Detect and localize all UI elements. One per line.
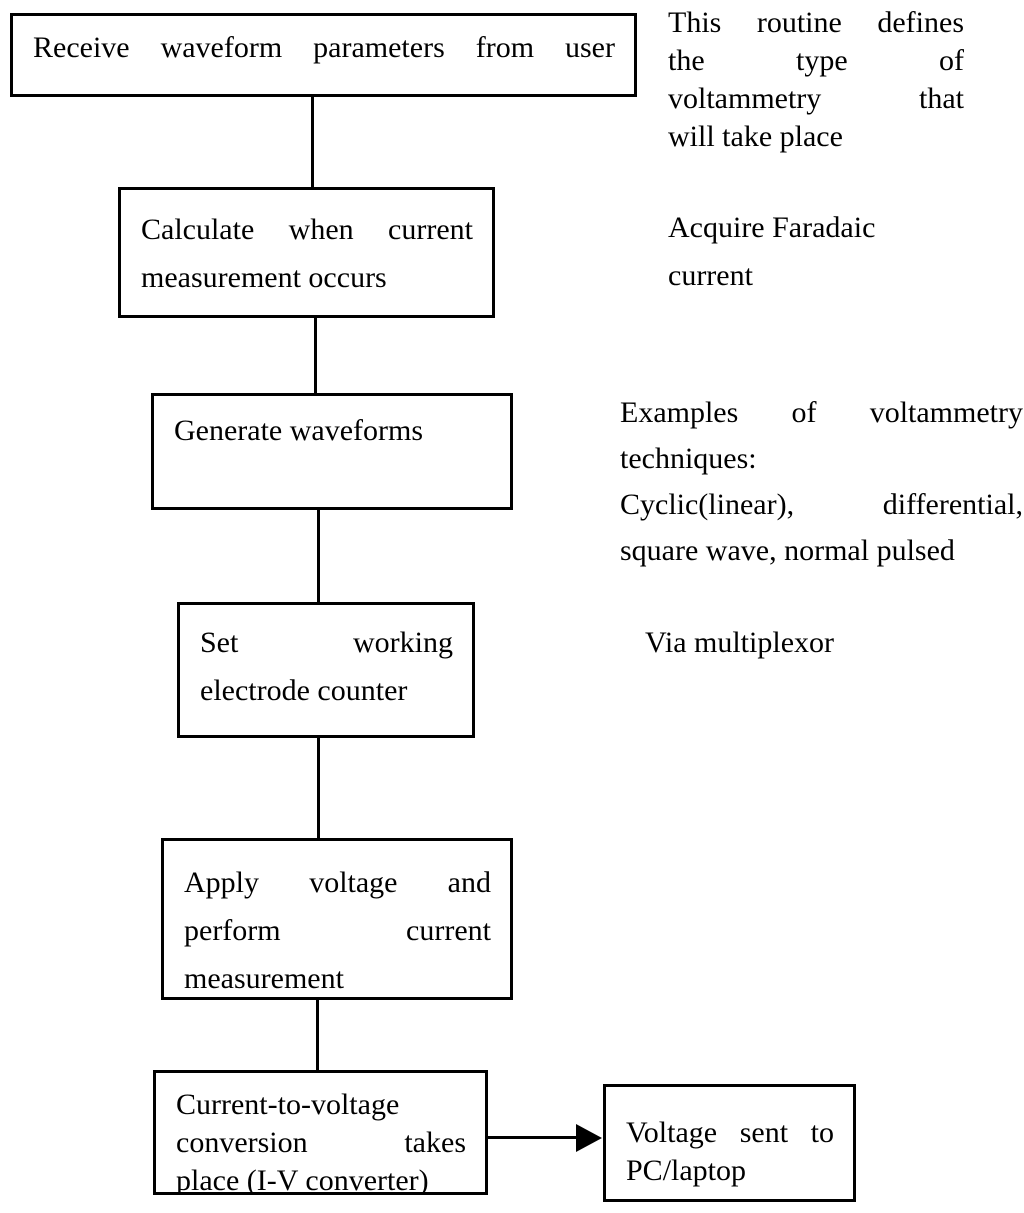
connector-generate-to-electrode <box>317 509 320 602</box>
flow-box-text: measurement <box>184 962 344 995</box>
connector-receive-to-calculate <box>311 97 314 187</box>
annotation-faradaic: Acquire Faradaic current <box>668 204 938 300</box>
connector-electrode-to-apply <box>317 737 320 839</box>
annotation-text: Cyclic(linear), differential, <box>620 488 1023 521</box>
annotation-text: current <box>668 259 753 292</box>
annotation-text: the type of <box>668 44 964 77</box>
flow-box-text: Voltage sent to <box>626 1116 834 1149</box>
annotation-text: Acquire Faradaic <box>668 211 876 244</box>
flow-box-text: perform current <box>184 914 491 947</box>
flow-box-text: Calculate when current <box>141 213 473 246</box>
flow-box-text: Current-to-voltage <box>176 1088 400 1121</box>
flow-box-text: Generate waveforms <box>174 414 424 447</box>
flow-box-text: Receive waveform parameters from user <box>33 31 615 64</box>
flow-box-text: Apply voltage and <box>184 866 491 899</box>
annotation-text: Examples of voltammetry <box>620 396 1023 429</box>
flow-box-text: PC/laptop <box>626 1154 747 1187</box>
flow-box-text: place (I-V converter) <box>176 1164 429 1195</box>
flow-box-text: Set working <box>200 626 453 659</box>
flow-box-text: electrode counter <box>200 674 408 707</box>
annotation-text: This routine defines <box>668 6 964 39</box>
connector-calculate-to-generate <box>314 317 317 394</box>
flow-box-calculate-measurement: Calculate when current measurement occur… <box>118 187 495 318</box>
flow-box-voltage-to-pc: Voltage sent to PC/laptop <box>603 1084 856 1202</box>
annotation-text: voltammetry that <box>668 82 964 115</box>
annotation-text: Via multiplexor <box>645 626 834 659</box>
flow-box-apply-voltage: Apply voltage and perform current measur… <box>161 838 513 1000</box>
flow-box-text: conversion takes <box>176 1126 466 1159</box>
annotation-text: square wave, normal pulsed <box>620 534 955 567</box>
annotation-text: techniques: <box>620 442 757 475</box>
annotation-techniques: Examples of voltammetry techniques: Cycl… <box>620 390 1023 574</box>
arrow-shaft <box>488 1136 577 1139</box>
arrow-right-icon <box>576 1124 602 1152</box>
flow-box-generate-waveforms: Generate waveforms <box>151 393 513 510</box>
annotation-routine: This routine defines the type of voltamm… <box>668 4 964 156</box>
annotation-text: will take place <box>668 120 843 153</box>
flow-box-receive-params: Receive waveform parameters from user <box>10 13 637 97</box>
flow-box-iv-conversion: Current-to-voltage conversion takes plac… <box>153 1070 488 1195</box>
annotation-multiplexor: Via multiplexor <box>645 619 975 667</box>
connector-apply-to-conversion <box>316 999 319 1071</box>
flow-box-text: measurement occurs <box>141 261 387 294</box>
flow-box-set-electrode: Set working electrode counter <box>177 602 475 738</box>
